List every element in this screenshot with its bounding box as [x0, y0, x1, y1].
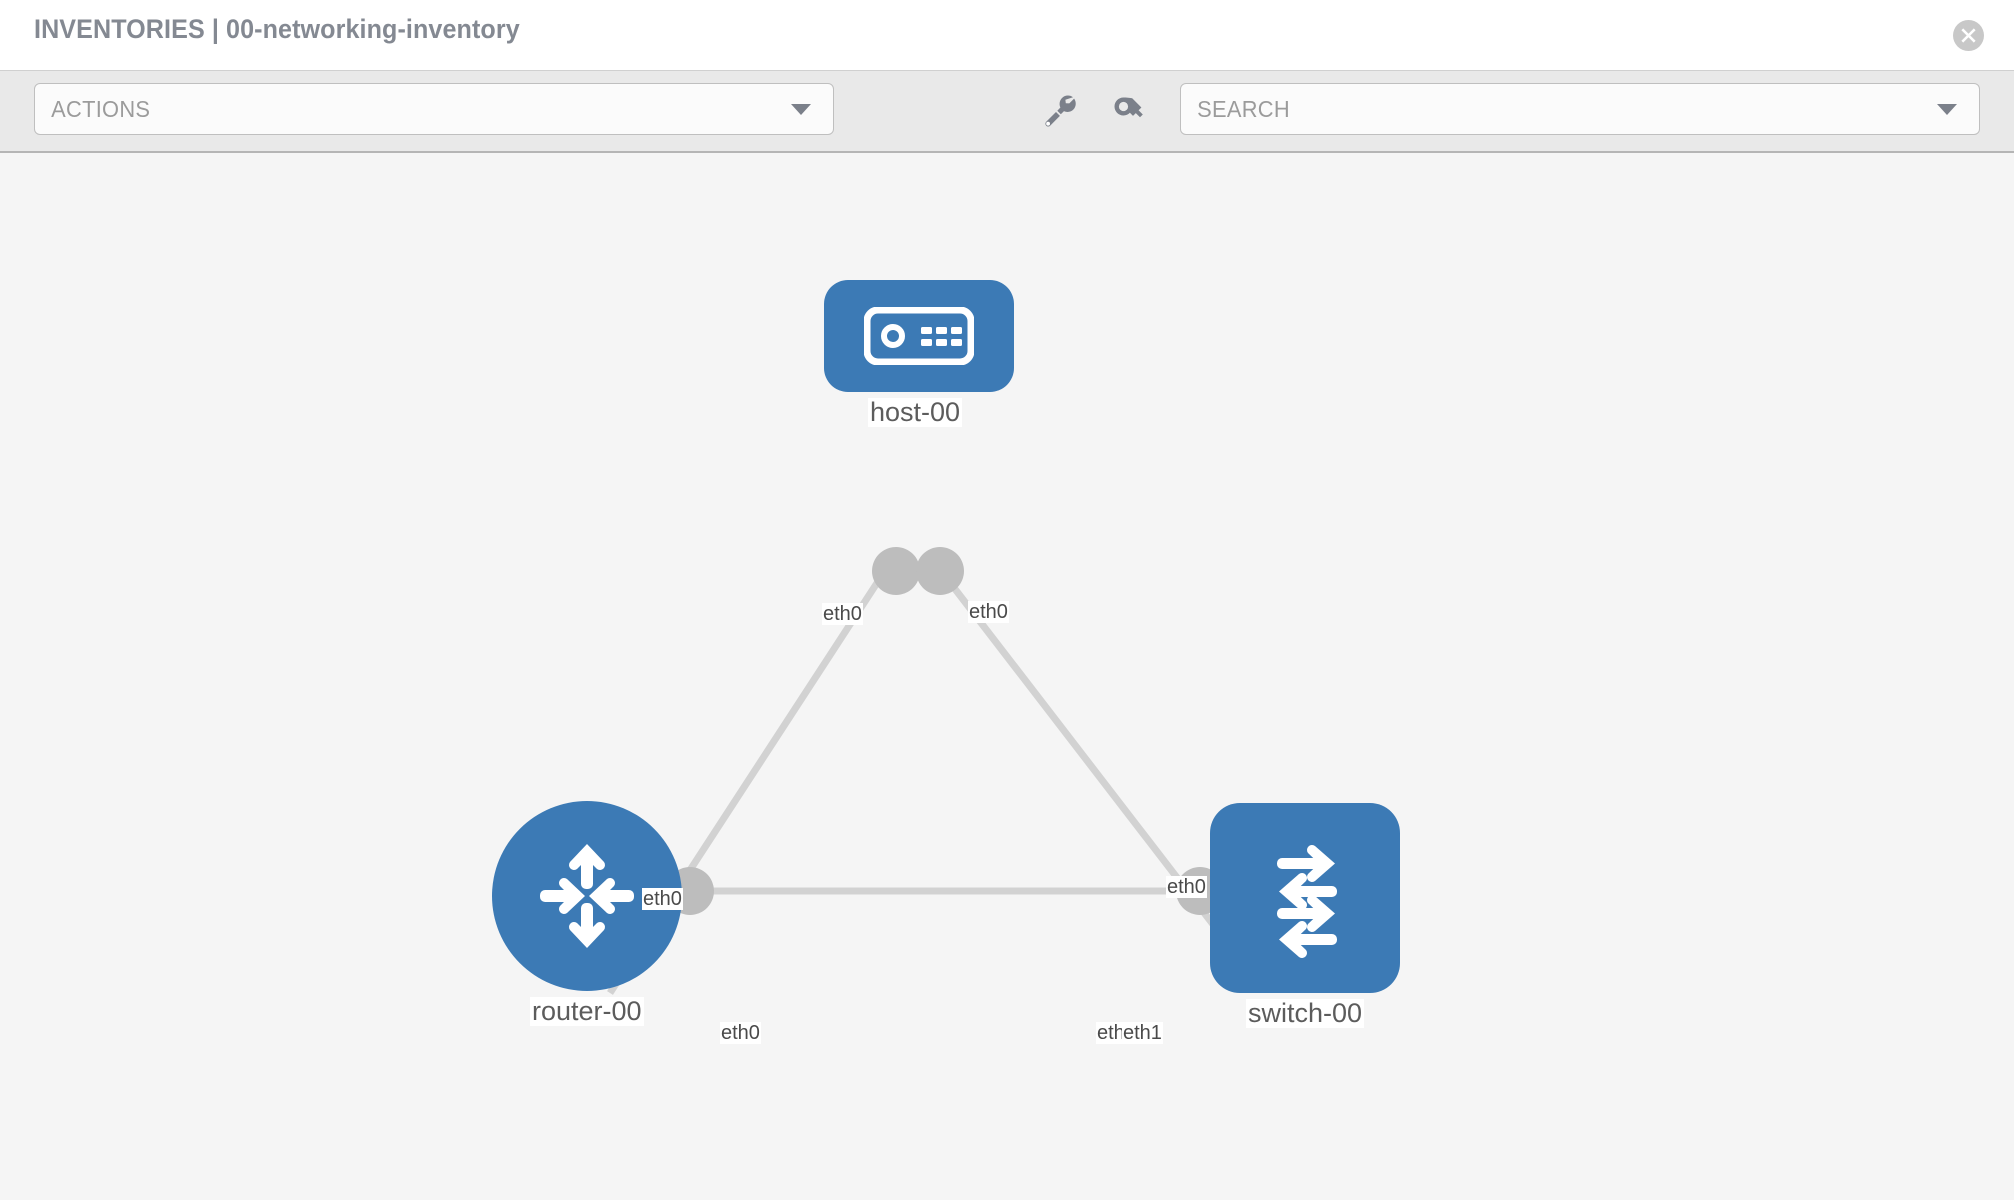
- actions-dropdown-label: ACTIONS: [51, 95, 151, 122]
- topology-canvas[interactable]: host-00: [0, 153, 2014, 1200]
- node-router-00[interactable]: router-00: [492, 801, 682, 1031]
- node-switch-00[interactable]: switch-00: [1210, 803, 1400, 1033]
- edge-label-host-right: eth0: [968, 601, 1009, 623]
- host-00-icon-shape: [824, 280, 1014, 392]
- node-host-00-label: host-00: [868, 397, 963, 428]
- chevron-down-icon: [1937, 103, 1957, 115]
- edge-label-switch-up: eth0: [1166, 876, 1207, 898]
- edge-label-router-side: eth0: [720, 1022, 761, 1044]
- toolbar: ACTIONS SEARCH: [0, 70, 2014, 153]
- edge-connectors: [666, 547, 1264, 972]
- chevron-down-icon: [791, 103, 811, 115]
- edge-label-host-left: eth0: [822, 603, 863, 625]
- router-four-arrows-icon: [540, 844, 634, 948]
- edge-label-switch-side: eth1: [1122, 1022, 1163, 1044]
- page-title: INVENTORIES | 00-networking-inventory: [34, 14, 520, 44]
- search-placeholder: SEARCH: [1197, 95, 1290, 122]
- search-input[interactable]: SEARCH: [1180, 83, 1980, 135]
- node-switch-00-label: switch-00: [1246, 998, 1365, 1029]
- edge-label-router-up: eth0: [642, 888, 683, 910]
- key-icon[interactable]: [1110, 93, 1150, 129]
- wrench-icon[interactable]: [1040, 93, 1080, 129]
- close-icon[interactable]: [1953, 20, 1984, 51]
- server-device-icon: [864, 307, 974, 365]
- switch-00-icon-shape: [1210, 803, 1400, 993]
- node-host-00[interactable]: host-00: [824, 280, 1014, 490]
- node-router-00-label: router-00: [530, 996, 644, 1027]
- actions-dropdown[interactable]: ACTIONS: [34, 83, 834, 135]
- window-header: INVENTORIES | 00-networking-inventory: [0, 0, 2014, 70]
- router-00-icon-shape: [492, 801, 682, 991]
- switch-exchange-arrows-icon: [1277, 845, 1337, 958]
